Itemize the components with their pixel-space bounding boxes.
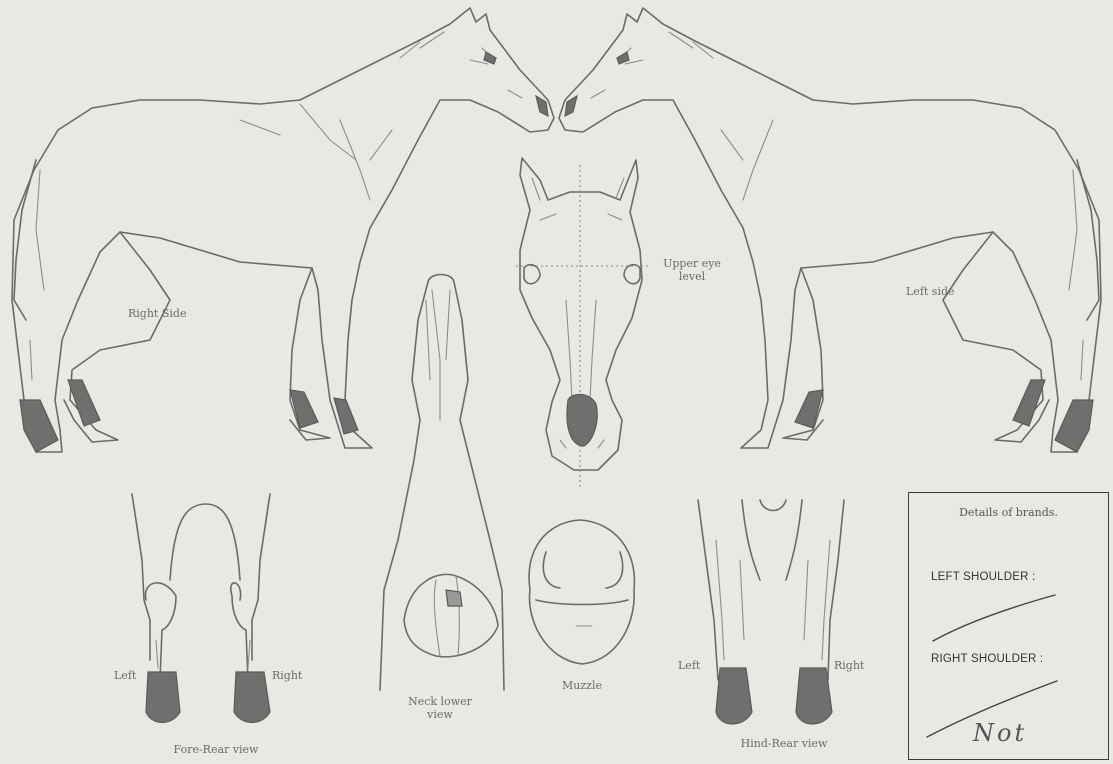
- upper-eye-level-label: Upper eye level: [660, 258, 724, 283]
- muzzle-view: [529, 520, 634, 664]
- neck-lower-view-label: Neck lower view: [400, 696, 480, 721]
- handwritten-note: Not: [973, 719, 1027, 747]
- right-side-horse: [12, 8, 554, 452]
- neck-lower-view: [380, 275, 504, 691]
- hind-right-label: Right: [834, 660, 864, 673]
- muzzle-label: Muzzle: [562, 680, 602, 693]
- fore-left-label: Left: [114, 670, 136, 683]
- right-shoulder-label: RIGHT SHOULDER :: [931, 653, 1043, 665]
- fore-rear-view-label: Fore-Rear view: [156, 744, 276, 757]
- hind-rear-view: [698, 500, 844, 724]
- left-side-label: Left side: [906, 286, 955, 299]
- fore-rear-view: [132, 494, 270, 723]
- hind-left-label: Left: [678, 660, 700, 673]
- fore-right-label: Right: [272, 670, 302, 683]
- right-side-label: Right Side: [128, 308, 186, 321]
- head-front-view: [516, 158, 650, 490]
- brand-details-box: Details of brands. LEFT SHOULDER : RIGHT…: [908, 492, 1109, 760]
- hind-rear-view-label: Hind-Rear view: [724, 738, 844, 751]
- left-side-horse: [559, 8, 1101, 452]
